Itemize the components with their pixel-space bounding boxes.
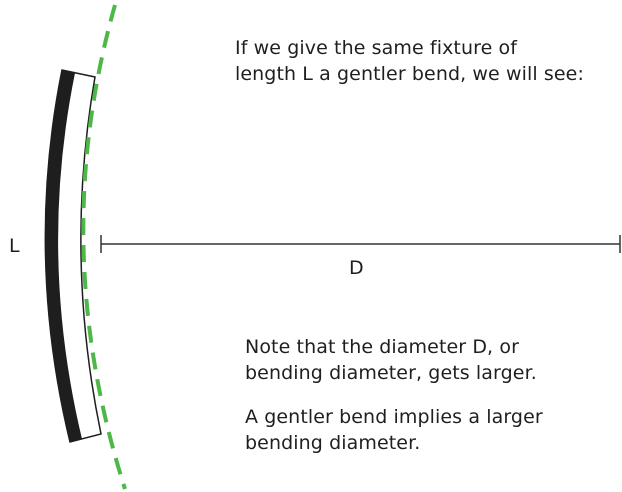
gentler-note-line-1: A gentler bend implies a larger	[245, 406, 543, 428]
gentler-note-line-2: bending diameter.	[245, 432, 421, 454]
fixture-edge	[45, 70, 82, 442]
diameter-dimension	[100, 235, 621, 253]
bend-arc	[81, 4, 127, 490]
diameter-label: D	[349, 257, 364, 279]
length-label: L	[9, 235, 20, 257]
gentler-bend-note: A gentler bend implies a larger bending …	[245, 404, 543, 456]
diameter-note-line-1: Note that the diameter D, or	[245, 336, 519, 358]
intro-text: If we give the same fixture of length L …	[235, 35, 584, 87]
intro-line-2: length L a gentler bend, we will see:	[235, 63, 584, 85]
diameter-note: Note that the diameter D, or bending dia…	[245, 334, 537, 386]
intro-line-1: If we give the same fixture of	[235, 37, 518, 59]
diameter-note-line-2: bending diameter, gets larger.	[245, 362, 537, 384]
